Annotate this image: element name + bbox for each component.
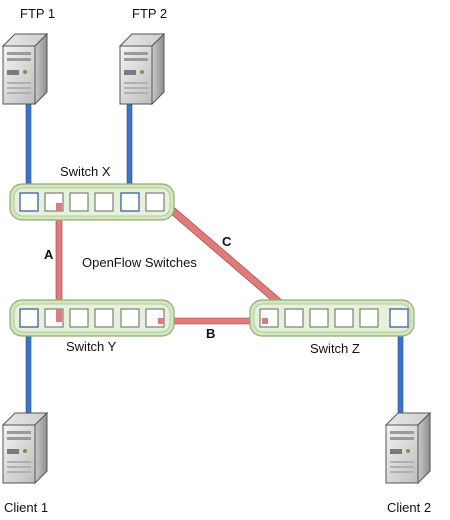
switch-z-ports (259, 308, 409, 328)
switch-port (120, 192, 140, 212)
client1-label: Client 1 (4, 500, 49, 515)
ftp2-label: FTP 2 (132, 6, 168, 21)
switch-z (249, 299, 415, 337)
switch-port (69, 308, 89, 328)
link-c-label: C (222, 234, 232, 249)
link-client2-switch-z (397, 321, 404, 423)
server-client2-icon (385, 412, 431, 484)
link-a-label: A (44, 247, 54, 262)
server-client1-icon (2, 412, 48, 484)
switch-port (94, 192, 114, 212)
switch-port (94, 308, 114, 328)
switch-port (284, 308, 304, 328)
switch-x (9, 183, 175, 221)
switch-port (359, 308, 379, 328)
switch-port (145, 192, 165, 212)
switch-y-label: Switch Y (66, 339, 117, 354)
switch-port (334, 308, 354, 328)
switch-port (19, 308, 39, 328)
ftp1-label: FTP 1 (20, 6, 56, 21)
server-ftp1-icon (2, 33, 48, 105)
link-b-label: B (206, 326, 216, 341)
link-client1-switch-y (25, 321, 32, 423)
switch-port (120, 308, 140, 328)
openflow-switches-label: OpenFlow Switches (82, 255, 197, 270)
server-ftp2-icon (119, 33, 165, 105)
client2-label: Client 2 (387, 500, 432, 515)
switch-z-label: Switch Z (310, 341, 360, 356)
switch-port (69, 192, 89, 212)
switch-port (19, 192, 39, 212)
switch-x-label: Switch X (60, 164, 111, 179)
switch-port (309, 308, 329, 328)
switch-y (9, 299, 175, 337)
switch-port (389, 308, 409, 328)
link-endpoints (56, 203, 268, 324)
